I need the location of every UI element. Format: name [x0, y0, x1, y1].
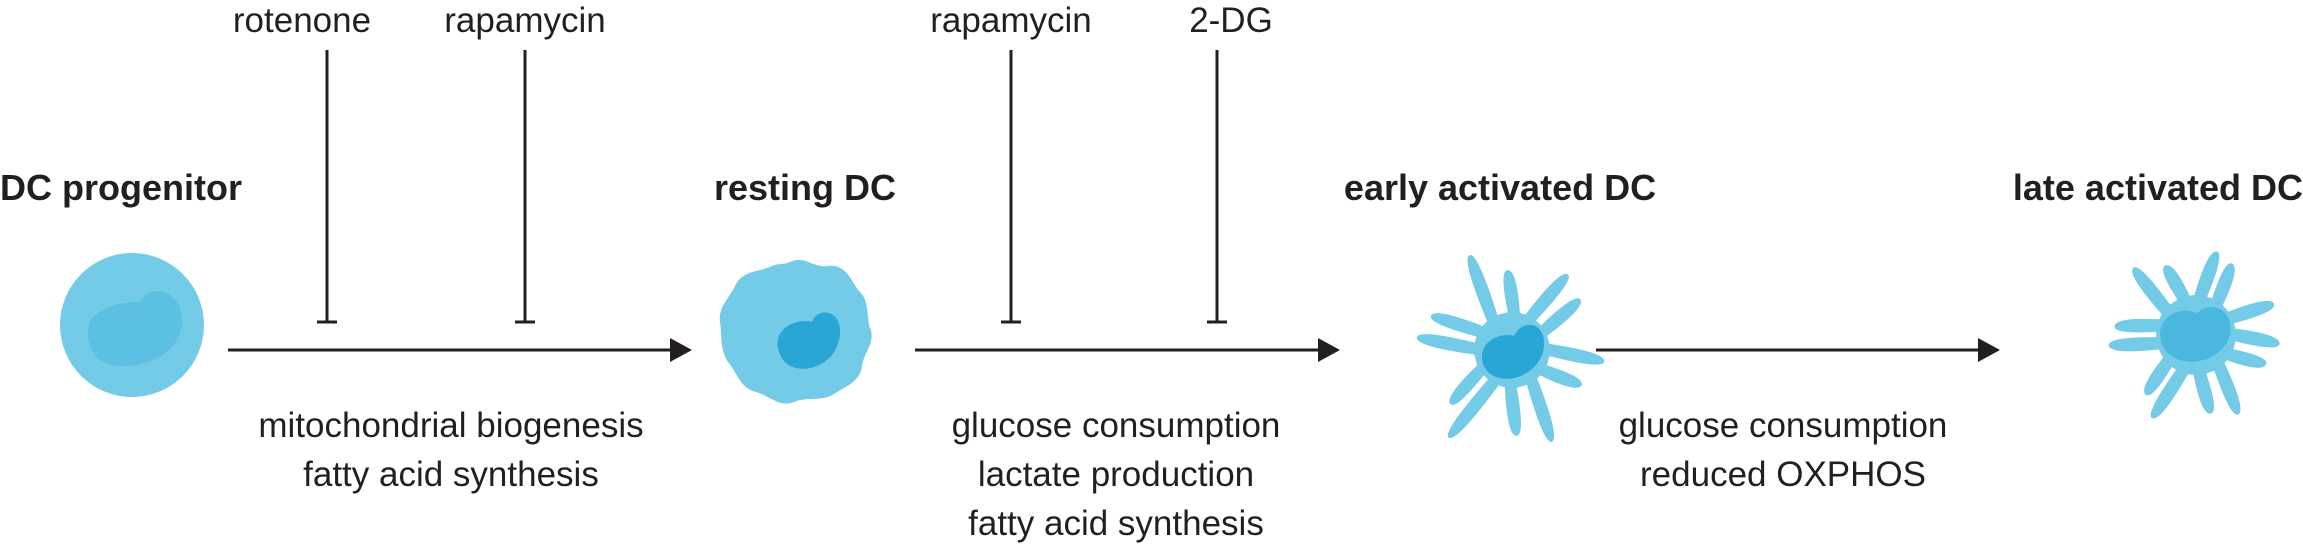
inhibition-line-rapamycin-1 — [515, 50, 535, 324]
inhibitor-label-rapamycin-2: rapamycin — [930, 1, 1091, 40]
inhibitor-label-rotenone: rotenone — [233, 1, 371, 40]
resting-dc-cell-icon — [719, 259, 872, 404]
inhibition-line-2dg — [1207, 50, 1227, 324]
stage-label-late-activated-dc: late activated DC — [2013, 167, 2303, 208]
stage-label-dc-progenitor: DC progenitor — [0, 167, 242, 208]
process-label-glucose-consumption-2: glucose consumption — [1619, 406, 1948, 445]
process-label-mitochondrial-biogenesis: mitochondrial biogenesis — [258, 406, 643, 445]
process-label-reduced-oxphos: reduced OXPHOS — [1640, 455, 1926, 494]
process-label-lactate-production: lactate production — [978, 455, 1254, 494]
late-activated-dc-cell-icon — [2108, 251, 2280, 419]
inhibitor-label-rapamycin-1: rapamycin — [444, 1, 605, 40]
arrow-resting-to-early-activated — [915, 338, 1340, 362]
dc-progenitor-cell-icon — [60, 253, 204, 397]
early-activated-dc-cell-icon — [1416, 254, 1605, 442]
inhibitor-label-2dg: 2-DG — [1189, 1, 1273, 40]
inhibition-line-rapamycin-2 — [1001, 50, 1021, 324]
arrow-early-to-late-activated — [1596, 338, 2000, 362]
arrow-progenitor-to-resting — [228, 338, 692, 362]
process-label-fatty-acid-synthesis-1: fatty acid synthesis — [303, 455, 599, 494]
stage-label-resting-dc: resting DC — [714, 167, 896, 208]
stage-label-early-activated-dc: early activated DC — [1344, 167, 1656, 208]
process-label-glucose-consumption-1: glucose consumption — [952, 406, 1281, 445]
process-label-fatty-acid-synthesis-2: fatty acid synthesis — [968, 504, 1264, 543]
inhibition-line-rotenone — [317, 50, 337, 324]
